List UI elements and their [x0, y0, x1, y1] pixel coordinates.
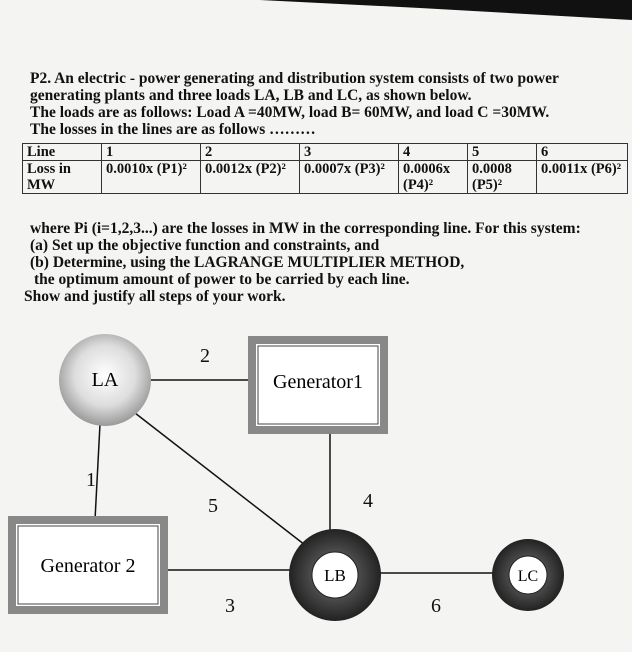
problem-line-4: The losses in the lines are as follows ……: [30, 121, 316, 138]
loss-value: 0.0008 (P5)²: [467, 160, 537, 194]
line-label-6: 6: [431, 595, 441, 617]
svg-text:Generator 2: Generator 2: [41, 555, 136, 577]
row-header: Line: [22, 143, 102, 161]
loss-value: 0.0011x (P6)²: [536, 160, 628, 194]
instruction-1: where Pi (i=1,2,3...) are the losses in …: [30, 220, 581, 237]
node-lc: LC: [492, 539, 564, 611]
problem-line-3: The loads are as follows: Load A =40MW, …: [30, 104, 550, 121]
loss-table: Line 1 2 3 4 5 6 Loss in MW 0.0010x (P1)…: [22, 143, 628, 194]
table-row: Loss in MW 0.0010x (P1)² 0.0012x (P2)² 0…: [22, 160, 628, 194]
instruction-4: the optimum amount of power to be carrie…: [34, 271, 410, 288]
line-label-4: 4: [363, 490, 373, 512]
svg-text:LA: LA: [92, 369, 119, 391]
loss-value: 0.0010x (P1)²: [101, 160, 201, 194]
line-label-1: 1: [86, 469, 96, 491]
instruction-5: Show and justify all steps of your work.: [24, 288, 286, 305]
node-generator1: Generator1: [248, 336, 388, 434]
loss-value: 0.0006x (P4)²: [398, 160, 468, 194]
line-1: [94, 423, 101, 521]
node-lb: LB: [289, 529, 381, 621]
line-label-3: 3: [225, 595, 235, 617]
loss-value: 0.0012x (P2)²: [200, 160, 300, 194]
instruction-3: (b) Determine, using the LAGRANGE MULTIP…: [30, 254, 465, 271]
line-5: [134, 412, 306, 546]
svg-text:Generator1: Generator1: [273, 371, 363, 393]
svg-text:LC: LC: [518, 568, 538, 585]
node-la: LA: [59, 334, 151, 426]
loss-value: 0.0007x (P3)²: [299, 160, 399, 194]
line-label-2: 2: [200, 345, 210, 367]
problem-line-1: P2. An electric - power generating and d…: [30, 70, 559, 87]
instruction-2: (a) Set up the objective function and co…: [30, 237, 380, 254]
svg-text:LB: LB: [324, 566, 346, 585]
node-generator2: Generator 2: [8, 516, 168, 614]
row-header: Loss in MW: [22, 160, 102, 194]
problem-line-2: generating plants and three loads LA, LB…: [30, 87, 472, 104]
line-label-5: 5: [208, 495, 218, 517]
